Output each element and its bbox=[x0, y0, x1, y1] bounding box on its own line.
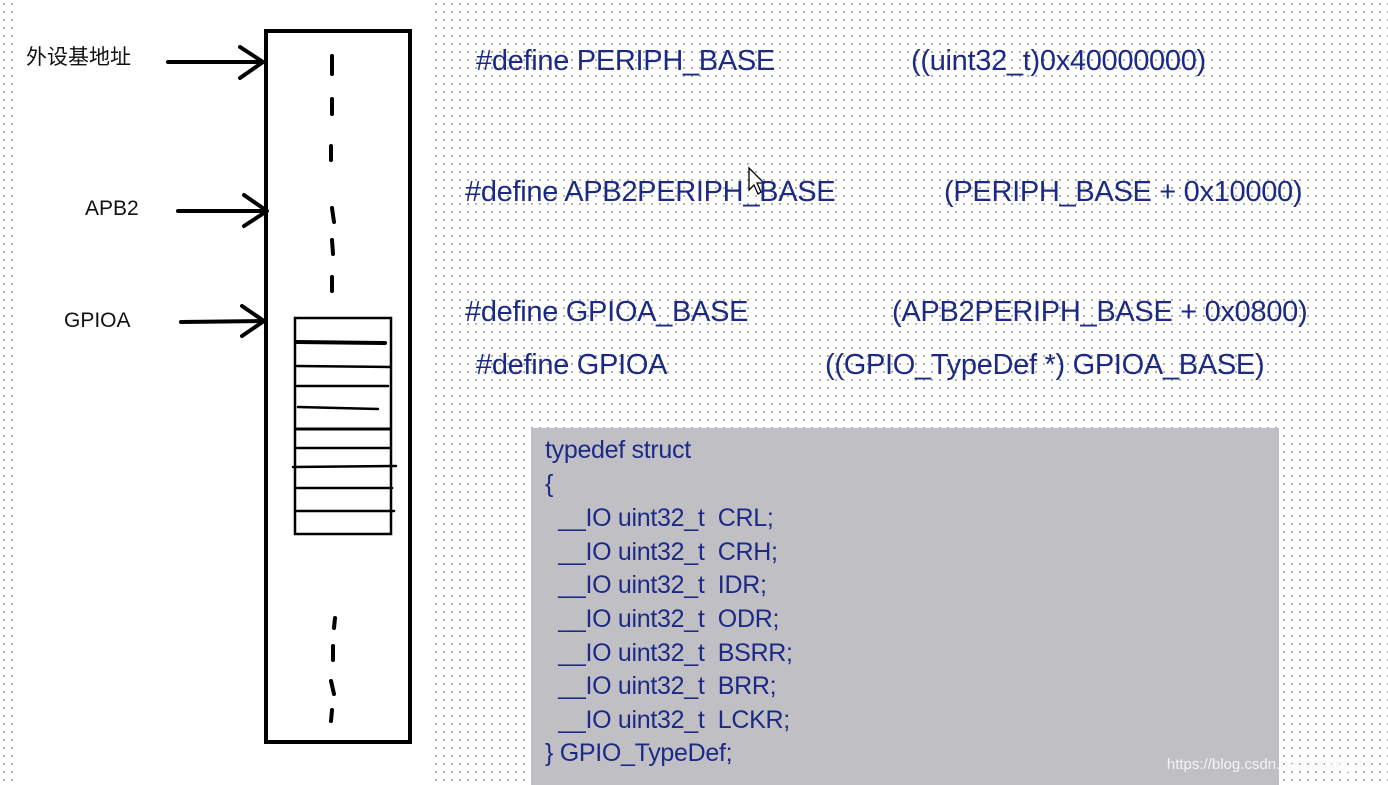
code-line: __IO uint32_t BRR; bbox=[545, 672, 777, 700]
define-gpioa-base-value: (APB2PERIPH_BASE + 0x0800) bbox=[892, 296, 1308, 328]
define-periph-base-name: #define PERIPH_BASE bbox=[476, 45, 775, 77]
define-periph-base-value: ((uint32_t)0x40000000) bbox=[911, 45, 1206, 77]
memory-map-panel bbox=[16, 0, 434, 785]
mouse-cursor-icon bbox=[748, 166, 766, 195]
gpioa-arrow bbox=[179, 304, 266, 338]
peripheral-base-arrow bbox=[166, 45, 265, 80]
gpioa-register-block bbox=[293, 316, 393, 536]
upper-ellipsis-marks bbox=[329, 54, 336, 293]
define-apb2periph-base-value: (PERIPH_BASE + 0x10000) bbox=[944, 176, 1303, 208]
peripheral-base-label: 外设基地址 bbox=[26, 46, 131, 69]
code-line: __IO uint32_t BSRR; bbox=[545, 639, 793, 667]
register-line bbox=[291, 464, 398, 469]
apb2-arrow bbox=[176, 193, 269, 228]
apb2-label: APB2 bbox=[85, 197, 139, 220]
register-lines bbox=[291, 340, 398, 513]
code-line: } GPIO_TypeDef; bbox=[545, 739, 733, 767]
watermark-text: https://blog.csdn.net/weixin_44 bbox=[1166, 756, 1372, 773]
register-line bbox=[295, 364, 392, 369]
code-line: __IO uint32_t CRL; bbox=[545, 504, 774, 532]
lower-ellipsis-marks bbox=[329, 616, 337, 723]
register-line bbox=[296, 405, 380, 411]
define-gpioa-name: #define GPIOA bbox=[476, 349, 668, 381]
code-line: typedef struct bbox=[545, 436, 691, 464]
define-apb2periph-base-name: #define APB2PERIPH_BASE bbox=[465, 176, 836, 208]
code-line: __IO uint32_t ODR; bbox=[545, 605, 780, 633]
gpio-typedef-code-box: typedef struct { __IO uint32_t CRL; __IO… bbox=[531, 428, 1279, 785]
define-gpioa-base-name: #define GPIOA_BASE bbox=[465, 296, 749, 328]
dash-mark bbox=[329, 708, 334, 723]
dash-mark bbox=[330, 206, 336, 224]
gpioa-label: GPIOA bbox=[64, 309, 131, 332]
dash-mark bbox=[330, 238, 335, 256]
dash-mark bbox=[329, 679, 336, 696]
dash-mark bbox=[332, 616, 337, 630]
register-line bbox=[295, 340, 387, 345]
define-gpioa-value: ((GPIO_TypeDef *) GPIOA_BASE) bbox=[825, 349, 1265, 381]
memory-block bbox=[264, 29, 412, 744]
code-line: __IO uint32_t CRH; bbox=[545, 538, 778, 566]
code-line: __IO uint32_t IDR; bbox=[545, 571, 767, 599]
code-line: { bbox=[545, 470, 554, 498]
code-line: __IO uint32_t LCKR; bbox=[545, 706, 790, 734]
